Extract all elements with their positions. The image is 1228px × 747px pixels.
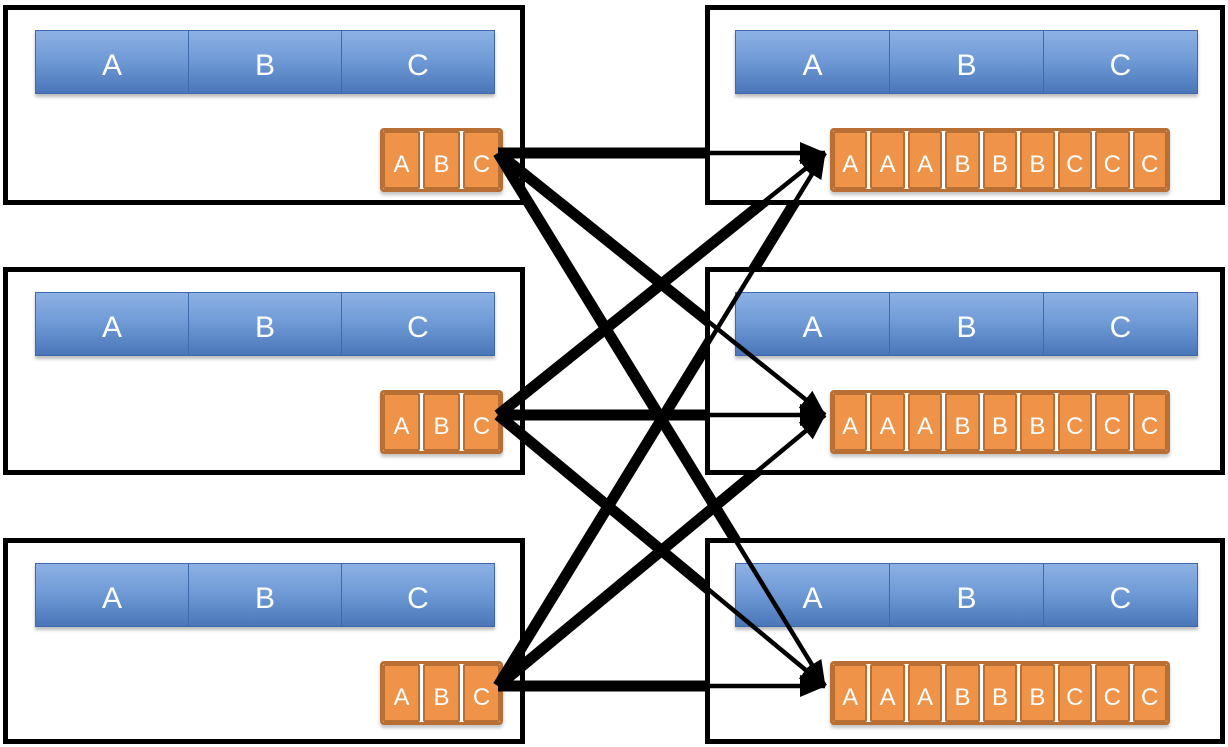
partition-segment: A bbox=[735, 30, 890, 94]
buffer-cell: B bbox=[1020, 664, 1055, 722]
buffer-cell: A bbox=[383, 131, 420, 189]
buffer-cell: A bbox=[383, 393, 420, 451]
partition-segment: C bbox=[1043, 563, 1198, 627]
buffer-cell: B bbox=[1020, 131, 1055, 189]
buffer-cell: A bbox=[870, 393, 905, 451]
partition-segment: B bbox=[889, 30, 1044, 94]
buffer-cell: A bbox=[907, 664, 943, 722]
buffer-cell: A bbox=[870, 131, 905, 189]
partition-segment: C bbox=[341, 30, 495, 94]
buffer-cell: A bbox=[383, 664, 420, 722]
partition-segment: B bbox=[889, 563, 1044, 627]
partition-segment: C bbox=[1043, 292, 1198, 356]
partition-segment: C bbox=[341, 563, 495, 627]
buffer-cell: C bbox=[1057, 393, 1093, 451]
buffer-cell: B bbox=[982, 393, 1018, 451]
partition-segment: C bbox=[341, 292, 495, 356]
partition-segment: B bbox=[188, 292, 342, 356]
buffer-cell: A bbox=[833, 131, 868, 189]
partition-segment: B bbox=[889, 292, 1044, 356]
buffer-cell: B bbox=[945, 131, 980, 189]
buffer-cell: C bbox=[1057, 664, 1093, 722]
partition-segment: A bbox=[35, 30, 189, 94]
buffer-cell: C bbox=[1132, 664, 1167, 722]
buffer-cell: C bbox=[1095, 393, 1130, 451]
buffer-cell: C bbox=[1057, 131, 1093, 189]
buffer-cell: A bbox=[833, 664, 868, 722]
buffer-cell: C bbox=[1095, 664, 1130, 722]
buffer-cell: B bbox=[945, 393, 980, 451]
partition-segment: A bbox=[735, 292, 890, 356]
partition-segment: B bbox=[188, 563, 342, 627]
buffer-cell: C bbox=[1132, 393, 1167, 451]
buffer-cell: B bbox=[982, 664, 1018, 722]
buffer-cell: B bbox=[982, 131, 1018, 189]
buffer-cell: C bbox=[1132, 131, 1167, 189]
partition-segment: A bbox=[35, 292, 189, 356]
buffer-cell: B bbox=[423, 664, 460, 722]
partition-segment: C bbox=[1043, 30, 1198, 94]
buffer-cell: B bbox=[423, 393, 460, 451]
buffer-cell: A bbox=[833, 393, 868, 451]
partition-segment: A bbox=[735, 563, 890, 627]
partition-segment: A bbox=[35, 563, 189, 627]
buffer-cell: B bbox=[423, 131, 460, 189]
buffer-cell: C bbox=[1095, 131, 1130, 189]
buffer-cell: A bbox=[907, 393, 943, 451]
buffer-cell: A bbox=[870, 664, 905, 722]
buffer-cell: B bbox=[1020, 393, 1055, 451]
buffer-cell: A bbox=[907, 131, 943, 189]
buffer-cell: B bbox=[945, 664, 980, 722]
